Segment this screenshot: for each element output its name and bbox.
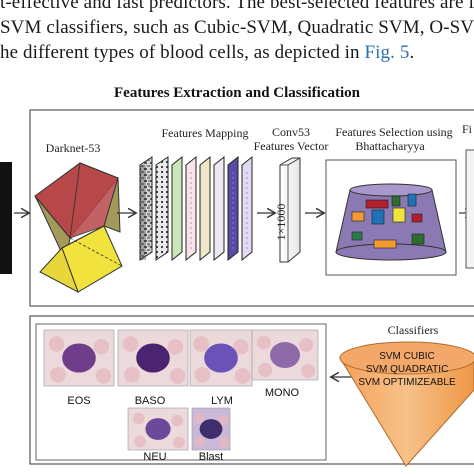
figure-link[interactable]: Fig. 5 (364, 42, 410, 63)
classifier-cone (339, 341, 474, 467)
cell-nucleus-eos (62, 343, 96, 373)
cell-label-blast: Blast (199, 451, 223, 463)
cell-label-mono: MONO (265, 387, 300, 399)
selection-label-line2: Bhattacharyya (355, 139, 425, 153)
svm-item-quadratic: SVM QUADRATIC (366, 364, 449, 375)
vector-size-label: 1×1000 (274, 204, 288, 241)
cell-nucleus-blast (199, 419, 223, 439)
paper-text-line-3-start: he different types of blood cells, as de… (0, 42, 365, 63)
svm-item-cubic: SVM CUBIC (379, 351, 435, 362)
cell-nucleus-lym (204, 343, 238, 373)
figure-title: Features Extraction and Classification (114, 85, 360, 101)
paper-text-line-2: SVM classifiers, such as Cubic-SVM, Quad… (0, 17, 474, 38)
paper-text-line-3-end: . (409, 42, 415, 63)
cell-nucleus-mono (270, 342, 300, 368)
paper-text-line-3: he different types of blood cells, as de… (0, 42, 414, 64)
features-vector-block (279, 157, 301, 263)
input-image-bar (0, 162, 12, 274)
conv53-label: Conv53 (272, 125, 310, 139)
paper-text-line-1: t-effective and fast predictors. The bes… (0, 0, 474, 13)
top-panel-frame (29, 109, 474, 307)
svm-item-optimizeable: SVM OPTIMIZEABLE (358, 377, 456, 388)
selection-vessel (335, 183, 447, 261)
classifiers-label: Classifiers (388, 323, 439, 337)
darknet-label: Darknet-53 (46, 141, 101, 155)
darknet-cube (34, 162, 123, 294)
cell-tiles: EOS BASO LYM MONO NEU Blast (43, 329, 319, 463)
features-vector-label: Features Vector (254, 139, 329, 153)
cell-label-baso: BASO (135, 395, 166, 407)
cell-label-eos: EOS (67, 395, 90, 407)
cell-nucleus-baso (136, 343, 170, 373)
cell-nucleus-neu (145, 418, 171, 440)
cutoff-block (465, 149, 474, 269)
bottom-panel-frame (29, 315, 474, 465)
cell-label-neu: NEU (143, 451, 166, 463)
cutoff-label: Fi (462, 122, 473, 136)
features-mapping-label: Features Mapping (162, 126, 249, 140)
cell-label-lym: LYM (211, 395, 233, 407)
selection-label-line1: Features Selection using (335, 125, 452, 139)
feature-maps (139, 155, 253, 262)
